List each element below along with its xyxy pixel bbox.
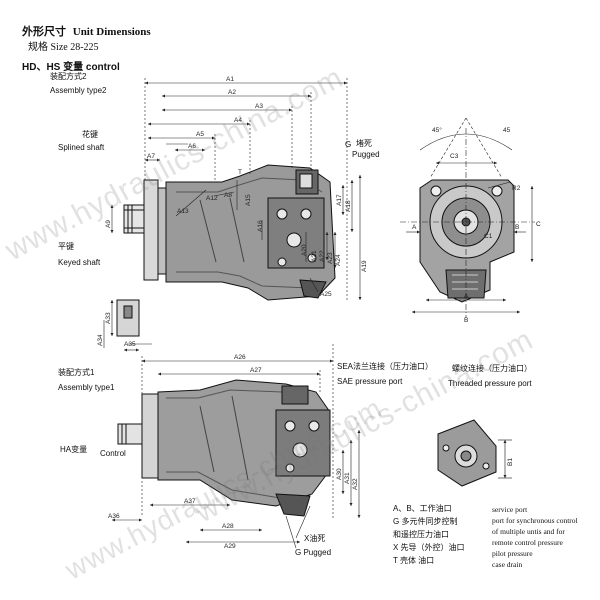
- bottom-pump-drawing: [117, 379, 331, 517]
- legend-item: X 先导（外控）油口: [393, 543, 465, 552]
- dim-side-c: C: [536, 221, 541, 228]
- dim-r2: R2: [512, 185, 521, 192]
- top-pump-drawing: [116, 164, 336, 337]
- threaded-port-detail: [437, 419, 512, 487]
- side-view-dimension-lines: [400, 117, 535, 318]
- legend-right: service port port for synchronous contro…: [492, 504, 578, 570]
- dim-a36: A36: [108, 513, 120, 520]
- dim-c1: C1: [484, 233, 493, 240]
- legend-item: 和遥控压力油口: [393, 530, 449, 539]
- dim-b1: B1: [507, 458, 514, 466]
- dim-a13: A13: [177, 208, 189, 215]
- dim-a2: A2: [228, 89, 236, 96]
- x-plugged: X油死: [304, 534, 326, 543]
- legend-item: of multiple untis and for: [492, 527, 565, 536]
- dim-a28: A28: [222, 523, 234, 530]
- plugged-g: G: [345, 140, 352, 149]
- assembly2-cn: 装配方式2: [50, 72, 87, 81]
- legend-item: service port: [492, 505, 528, 514]
- dim-a30: A30: [336, 468, 343, 480]
- dim-a18: A18: [345, 200, 352, 212]
- g-plugged-bottom: G Pugged: [295, 548, 332, 557]
- dim-side-b: B: [515, 224, 519, 231]
- legend-item: case drain: [492, 560, 523, 569]
- sea-cn: SEA法兰连接（压力油口）: [337, 362, 434, 371]
- splined-en: Splined shaft: [58, 143, 105, 152]
- dim-a26: A26: [234, 354, 246, 361]
- dim-a4: A4: [234, 117, 242, 124]
- side-view-drawing: [419, 179, 515, 303]
- dim-a3: A3: [255, 103, 263, 110]
- dim-a20: A20: [301, 244, 308, 256]
- legend-item: T 壳体 油口: [393, 556, 435, 565]
- threaded-cn: 螺纹连接（压力油口）: [452, 364, 532, 373]
- keyed-cn: 平键: [58, 242, 74, 251]
- dim-a15: A15: [245, 194, 252, 206]
- dim-a32: A32: [352, 478, 359, 490]
- dim-angle2: 45: [503, 127, 511, 134]
- dim-a16: A16: [257, 220, 264, 232]
- dim-side-b-bottom: B: [464, 317, 468, 324]
- dim-a19: A19: [361, 260, 368, 272]
- dim-a24: A24: [335, 254, 342, 266]
- bottom-dimension-lines: [112, 344, 361, 549]
- dim-a27: A27: [250, 367, 262, 374]
- dim-a5: A5: [196, 131, 204, 138]
- plugged-en: Pugged: [352, 150, 380, 159]
- dim-a34: A34: [97, 334, 104, 346]
- control-heading: HD、HS 变量 control: [22, 62, 120, 73]
- dim-a12: A12: [206, 195, 218, 202]
- dim-a29: A29: [224, 543, 236, 550]
- legend-item: pilot pressure: [492, 549, 533, 558]
- legend-item: A、B、工作油口: [393, 504, 452, 513]
- ha-en: Control: [100, 449, 126, 458]
- keyed-en: Keyed shaft: [58, 258, 101, 267]
- dim-side-a-bottom: A: [464, 293, 469, 300]
- dim-a31: A31: [344, 472, 351, 484]
- dim-a7: A7: [147, 153, 155, 160]
- threaded-en: Threaded pressure port: [448, 379, 532, 388]
- dim-t: T: [238, 169, 242, 176]
- dim-a37: A37: [184, 498, 196, 505]
- legend-item: port for synchronous control: [492, 516, 578, 525]
- assembly2-en: Assembly type2: [50, 86, 107, 95]
- plugged-cn: 堵死: [356, 139, 372, 148]
- title-cn-text: 外形尺寸: [22, 26, 66, 38]
- top-dimension-lines: [103, 78, 362, 352]
- assembly1-cn: 装配方式1: [58, 368, 95, 377]
- dim-a21: A21: [311, 250, 318, 262]
- dim-side-a: A: [412, 224, 417, 231]
- dim-a23: A23: [327, 252, 334, 264]
- dim-a8: A8: [224, 192, 232, 199]
- dim-a17: A17: [336, 194, 343, 206]
- dim-c3: C3: [450, 153, 459, 160]
- ha-cn: HA变量: [60, 445, 88, 454]
- dim-angle1: 45°: [432, 126, 442, 134]
- dimension-text-group: A1 A2 A3 A4 A5 A6 A7 A8 A12 A13 T A25 A3…: [97, 76, 541, 550]
- dim-a35: A35: [124, 341, 136, 348]
- size-line: 规格 Size 28-225: [28, 38, 99, 53]
- dim-a9: A9: [105, 220, 112, 228]
- legend-left: A、B、工作油口 G 多元件同步控制 和遥控压力油口 X 先导（外控）油口 T …: [393, 502, 465, 567]
- splined-cn: 花键: [82, 130, 98, 139]
- dim-a33: A33: [105, 312, 112, 324]
- legend-item: G 多元件同步控制: [393, 517, 458, 526]
- dim-a6: A6: [188, 143, 196, 150]
- assembly1-en: Assembly type1: [58, 383, 115, 392]
- title-cn: 外形尺寸 Unit Dimensions: [22, 23, 151, 39]
- dim-a22: A22: [319, 250, 326, 262]
- legend-item: remote control pressure: [492, 538, 563, 547]
- title-en-text: Unit Dimensions: [72, 26, 151, 38]
- sae-en: SAE pressure port: [337, 377, 403, 386]
- size-en: Size 28-225: [50, 42, 99, 53]
- dim-a25: A25: [320, 291, 332, 298]
- dim-a1: A1: [226, 76, 234, 83]
- size-cn: 规格: [28, 42, 48, 53]
